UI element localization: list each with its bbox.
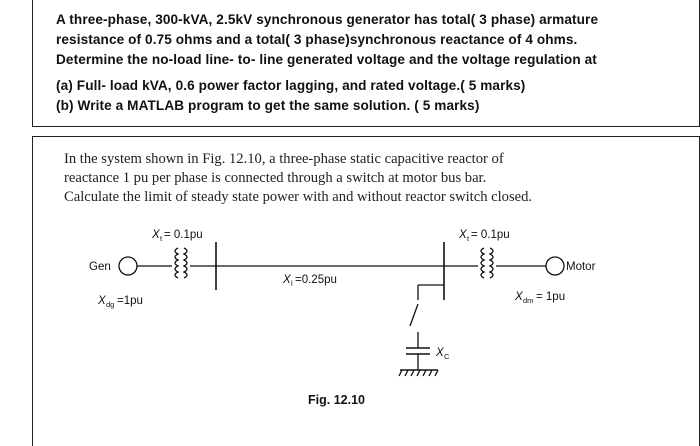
question-2-line-2: reactance 1 pu per phase is connected th… bbox=[64, 170, 487, 186]
question-1-part-b: (b) Write a MATLAB program to get the sa… bbox=[56, 98, 480, 113]
xt1-label: X t = 0.1pu bbox=[151, 229, 203, 243]
transformer-2-symbol bbox=[444, 247, 546, 279]
svg-text:X: X bbox=[97, 295, 107, 307]
question-1-line-1: A three-phase, 300-kVA, 2.5kV synchronou… bbox=[56, 12, 599, 27]
transformer-1-symbol bbox=[163, 247, 216, 279]
svg-text:dg: dg bbox=[106, 300, 114, 309]
svg-text:l: l bbox=[291, 279, 293, 288]
svg-text:dm: dm bbox=[523, 296, 533, 305]
svg-text:X: X bbox=[458, 229, 468, 241]
question-2-line-3: Calculate the limit of steady state powe… bbox=[64, 189, 533, 205]
question-2-box bbox=[32, 136, 700, 446]
question-1-line-2: resistance of 0.75 ohms and a total( 3 p… bbox=[56, 32, 578, 47]
question-1-box bbox=[32, 0, 700, 127]
reactor-switch bbox=[409, 284, 444, 348]
motor-label: Motor bbox=[566, 261, 596, 273]
svg-text:=1pu: =1pu bbox=[117, 295, 143, 307]
svg-text:t: t bbox=[160, 234, 163, 243]
svg-text:X: X bbox=[435, 347, 445, 359]
svg-text:C: C bbox=[444, 352, 450, 361]
svg-text:= 0.1pu: = 0.1pu bbox=[471, 229, 510, 241]
xdm-label: X dm = 1pu bbox=[514, 291, 565, 305]
xdg-label: X dg =1pu bbox=[97, 295, 143, 309]
ground-symbol bbox=[398, 369, 439, 377]
svg-text:= 1pu: = 1pu bbox=[536, 291, 565, 303]
question-2-text: In the system shown in Fig. 12.10, a thr… bbox=[64, 150, 664, 207]
xt2-label: X t = 0.1pu bbox=[458, 229, 510, 243]
svg-text:t: t bbox=[467, 234, 470, 243]
question-2-line-1: In the system shown in Fig. 12.10, a thr… bbox=[64, 151, 504, 167]
svg-text:=0.25pu: =0.25pu bbox=[295, 274, 337, 286]
gen-label: Gen bbox=[89, 261, 111, 273]
question-1-part-a: (a) Full- load kVA, 0.6 power factor lag… bbox=[56, 78, 526, 93]
motor-symbol bbox=[545, 256, 565, 276]
generator-symbol bbox=[118, 256, 138, 276]
question-1-text: A three-phase, 300-kVA, 2.5kV synchronou… bbox=[56, 10, 686, 116]
figure-caption: Fig. 12.10 bbox=[308, 393, 365, 407]
xc-label: X C bbox=[435, 347, 450, 361]
question-1-line-3: Determine the no-load line- to- line gen… bbox=[56, 52, 597, 67]
svg-text:X: X bbox=[151, 229, 161, 241]
svg-text:X: X bbox=[282, 274, 292, 286]
capacitor-symbol bbox=[406, 347, 430, 370]
xl-label: X l =0.25pu bbox=[282, 274, 337, 288]
svg-text:X: X bbox=[514, 291, 524, 303]
svg-text:= 0.1pu: = 0.1pu bbox=[164, 229, 203, 241]
